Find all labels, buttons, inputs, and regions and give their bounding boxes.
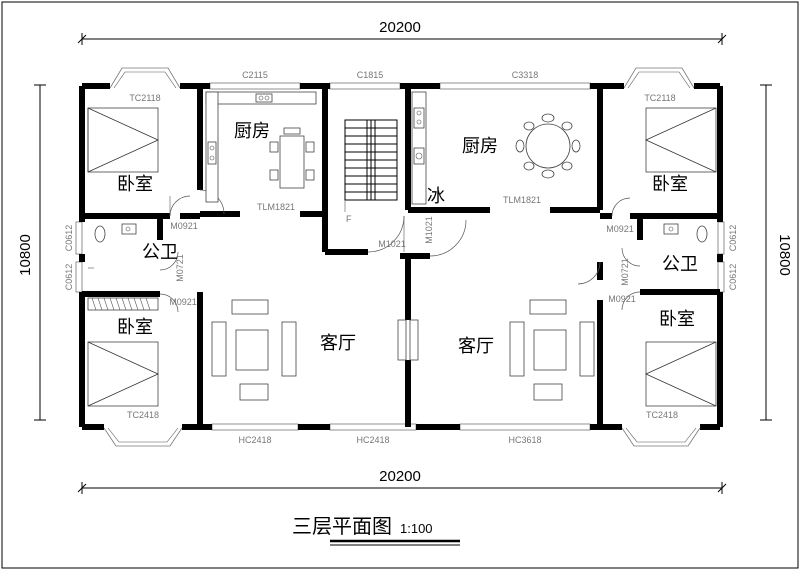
door-m0721-r: M0721 [620,258,630,286]
bay-window-top-left [109,67,181,89]
wardrobe-bottom-left [87,297,159,311]
sofa-set-left [211,299,297,401]
bed-top-left [87,107,159,173]
door-m1021-b: M1021 [424,216,434,244]
title-text: 三层平面图 [292,514,392,538]
door-tlm1821-right: TLM1821 [503,195,541,205]
staircase: F [344,119,398,224]
window-hc2418-a: HC2418 [238,435,271,445]
center-glass-door [397,319,419,361]
room-kitchen-left: 厨房 [234,121,270,142]
door-m1021-a: M1021 [378,239,406,249]
room-kitchen-right: 厨房 [462,136,498,157]
window-code-labels: C2115 C1815 C3318 TC2118 TC2118 TC2418 T… [64,70,738,445]
window-c1815: C1815 [357,70,384,80]
window-tc2118-right: TC2118 [644,93,675,103]
top-width-label: 20200 [379,19,421,36]
window-c0612-r1: C0612 [728,225,738,252]
door-m0921-r1: M0921 [606,224,634,234]
bay-window-top-right [623,67,695,89]
bath-left-fixtures [88,223,137,269]
dimension-top: 20200 [77,19,727,45]
room-bath-left: 公卫 [142,242,178,263]
room-labels: 卧室 厨房 厨房 冰 卧室 公卫 公卫 卧室 客厅 客厅 卧室 [117,121,698,357]
window-c0612-r2: C0612 [728,264,738,291]
sofa-set-right [509,299,595,401]
room-fridge: 冰 [427,186,445,207]
door-m0921-l1: M0921 [170,221,198,231]
window-tc2418-left: TC2418 [127,410,159,420]
bed-bottom-left [87,341,159,407]
window-hc3618: HC3618 [508,435,541,445]
window-c3318: C3318 [512,70,539,80]
dimension-bottom: 20200 [77,468,727,494]
bay-window-bottom-right [621,427,701,447]
drawing-title: 三层平面图 1:100 [292,514,460,546]
room-living-right: 客厅 [458,336,494,357]
door-m0921-l2: M0921 [169,297,197,307]
door-m0721-l: M0721 [175,254,185,282]
window-c0612-l1: C0612 [64,225,74,252]
window-hc2418-b: HC2418 [356,435,389,445]
stair-mark: F [346,214,352,224]
room-bedroom-bottom-right: 卧室 [659,309,695,330]
bed-bottom-right [645,341,717,407]
door-swings [159,189,641,313]
room-bedroom-bottom-left: 卧室 [117,317,153,338]
right-height-label: 10800 [776,234,793,276]
room-bath-right: 公卫 [662,254,698,275]
scale-text: 1:100 [400,521,433,536]
bottom-width-label: 20200 [379,468,421,485]
door-m0921-r2: M0921 [608,294,636,304]
kitchen-right-fixtures [411,91,581,205]
window-c2115: C2115 [242,70,268,80]
room-bedroom-top-left: 卧室 [117,174,153,195]
left-height-label: 10800 [17,234,34,276]
window-c0612-l2: C0612 [64,264,74,291]
bath-right-fixtures [663,223,708,243]
door-code-labels: M0921 M0721 M0921 M1021 M1021 M0921 M072… [169,216,636,307]
door-tlm1821-left: TLM1821 [257,202,295,212]
room-bedroom-top-right: 卧室 [652,174,688,195]
window-tc2118-left: TC2118 [129,93,160,103]
bed-top-right [645,107,717,173]
dimension-right: 10800 [760,84,793,421]
bay-window-bottom-left [103,427,183,447]
room-living-left: 客厅 [320,333,356,354]
window-tc2418-right: TC2418 [646,410,678,420]
walls [79,83,723,430]
kitchen-left-fixtures [205,91,317,203]
dimension-left: 10800 [17,84,46,421]
